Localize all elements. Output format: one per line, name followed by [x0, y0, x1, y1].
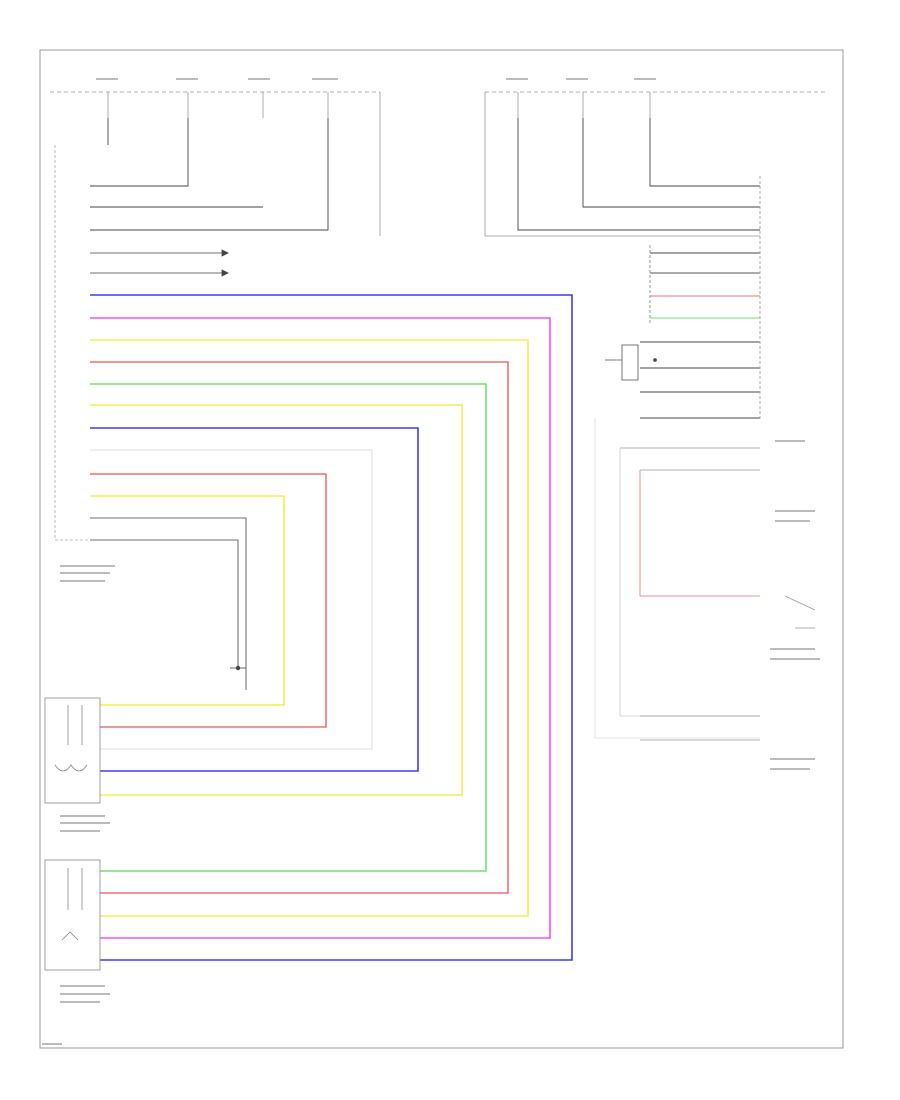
ground-sensor-symbol — [605, 344, 657, 381]
wire-blue-1 — [90, 294, 573, 961]
left-front-sensor-connector — [44, 697, 101, 804]
sensor-signal-wires — [90, 249, 229, 277]
wire-yellow-1 — [90, 339, 529, 917]
wire-blue-2 — [90, 427, 419, 772]
wire-green — [90, 383, 487, 872]
power-wires-right — [517, 118, 760, 231]
wire-gray — [90, 449, 373, 750]
illegible-labels — [42, 78, 820, 1045]
right-module-wires — [640, 176, 761, 420]
diagram-frame — [39, 49, 844, 1049]
main-harness — [90, 294, 573, 961]
sensor-box-right — [594, 418, 816, 741]
wire-yellow-3 — [90, 495, 285, 706]
wire-magenta — [90, 317, 551, 939]
left-module-connector — [54, 145, 90, 541]
power-supply-left — [50, 91, 381, 236]
wire-yellow-2 — [90, 404, 463, 796]
power-wires-left — [90, 118, 329, 231]
wire-red-1 — [90, 361, 509, 894]
right-front-sensor-connector — [44, 859, 101, 971]
ground-wires — [90, 517, 247, 690]
power-supply-right — [484, 91, 828, 237]
wire-red-2 — [90, 473, 327, 728]
